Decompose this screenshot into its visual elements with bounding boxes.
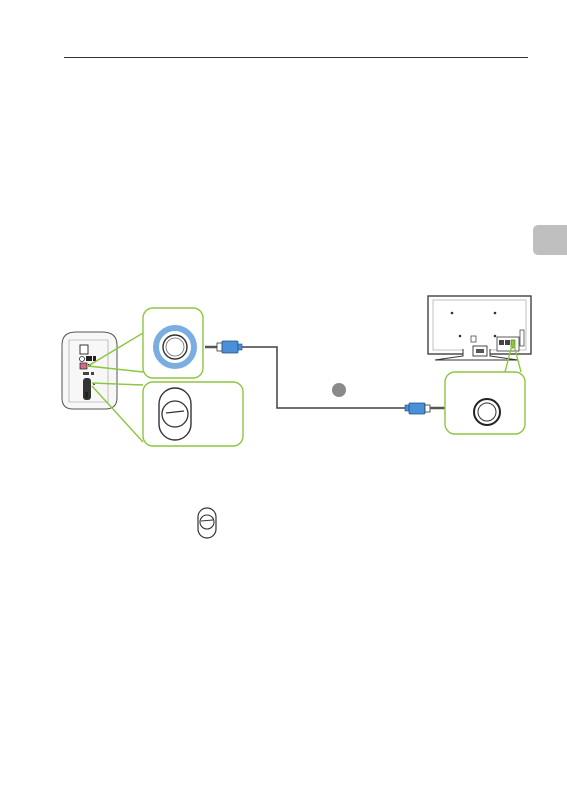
step-marker — [332, 383, 346, 397]
audio-input-jack — [445, 372, 525, 434]
power-switch — [198, 508, 216, 538]
speaker-switch-detail — [143, 382, 243, 446]
speaker-port-icon — [80, 345, 88, 354]
speaker-unit — [62, 332, 117, 409]
cable-wire — [242, 347, 405, 408]
speaker-audio-jack-marker — [80, 363, 87, 369]
audio-output-jack — [143, 308, 203, 378]
plug-right — [409, 403, 425, 414]
plug-left — [222, 341, 238, 353]
